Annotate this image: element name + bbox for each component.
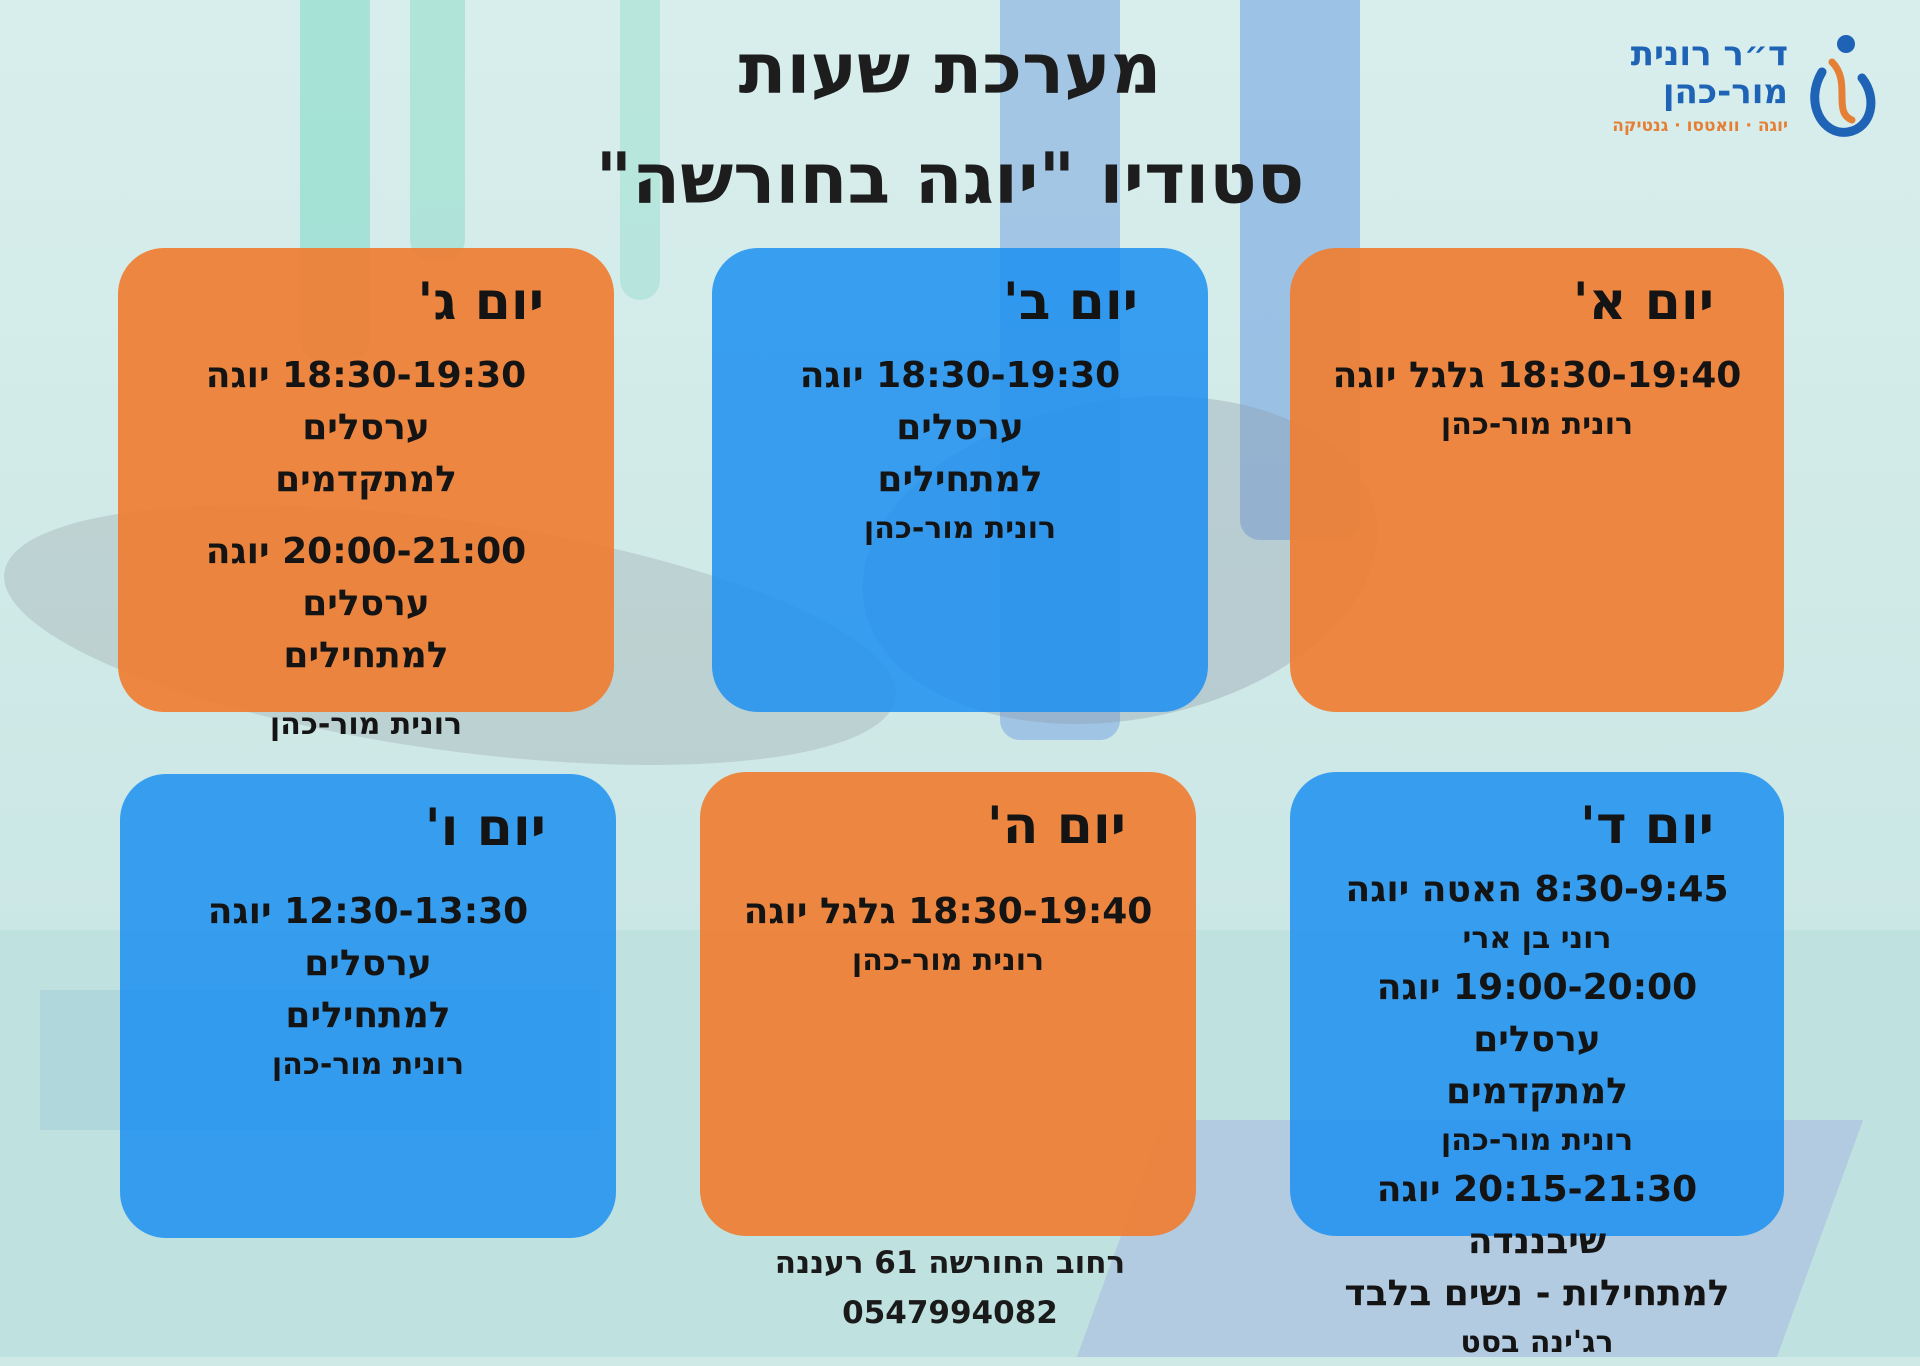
class-time: 18:30-19:30 יוגה ערסלים bbox=[799, 355, 1121, 448]
day-title: יום ו' bbox=[424, 798, 546, 858]
teacher-name: רונית מור-כהן bbox=[1440, 407, 1634, 442]
yoga-person-logo-icon bbox=[1810, 35, 1876, 137]
day-title: יום ג' bbox=[417, 272, 544, 332]
day-title: יום א' bbox=[1572, 272, 1714, 332]
teacher-name: רוני בן ארי bbox=[1462, 921, 1612, 956]
teacher-name: רונית מור-כהן bbox=[863, 511, 1057, 546]
day-card-wednesday: יום ד' 8:30-9:45 האטה יוגה רוני בן ארי 1… bbox=[1290, 772, 1784, 1360]
day-card-tuesday: יום ג' 18:30-19:30 יוגה ערסלים למתקדמים … bbox=[118, 248, 614, 742]
logo: ד״ר רונית מור-כהן יוגה · וואטסו · גנטיקה bbox=[1580, 28, 1880, 148]
class-time: 18:30-19:30 יוגה ערסלים bbox=[205, 355, 527, 448]
class-time: 19:00-20:00 יוגה ערסלים bbox=[1376, 967, 1698, 1060]
day-card-friday: יום ו' 12:30-13:30 יוגה ערסלים למתחילים … bbox=[120, 774, 616, 1238]
page-title: מערכת שעות bbox=[738, 28, 1162, 110]
class-time: 12:30-13:30 יוגה ערסלים bbox=[207, 891, 529, 984]
teacher-name: רונית מור-כהן bbox=[271, 1047, 465, 1082]
class-time: 18:30-19:40 גלגל יוגה bbox=[743, 891, 1153, 932]
teacher-name: רג'ינה בסט bbox=[1460, 1325, 1614, 1360]
day-card-thursday: יום ה' 18:30-19:40 גלגל יוגה רונית מור-כ… bbox=[700, 772, 1196, 1236]
class-level: למתחילים bbox=[877, 459, 1043, 500]
teacher-name: רונית מור-כהן bbox=[1440, 1123, 1634, 1158]
day-card-sunday: יום א' 18:30-19:40 גלגל יוגה רונית מור-כ… bbox=[1290, 248, 1784, 712]
teacher-name: רונית מור-כהן bbox=[851, 943, 1045, 978]
class-level: למתחילות - נשים בלבד bbox=[1344, 1273, 1730, 1314]
teacher-name: רונית מור-כהן bbox=[269, 707, 463, 742]
phone-number: 0547994082 bbox=[842, 1295, 1058, 1331]
day-title: יום ה' bbox=[986, 796, 1126, 856]
class-time: 18:30-19:40 גלגל יוגה bbox=[1332, 355, 1742, 396]
page-subtitle: סטודיו "יוגה בחורשה" bbox=[595, 138, 1305, 220]
logo-tagline: יוגה · וואטסו · גנטיקה bbox=[1612, 116, 1788, 136]
class-time: 20:15-21:30 יוגה שיבננדה bbox=[1376, 1169, 1698, 1262]
logo-name-line1: ד״ר רונית bbox=[1630, 34, 1788, 74]
class-level: למתקדמים bbox=[1446, 1071, 1628, 1112]
class-level: למתחילים bbox=[283, 635, 449, 676]
address-text: רחוב החורשה 61 רעננה bbox=[774, 1245, 1126, 1281]
logo-name-line2: מור-כהן bbox=[1662, 72, 1788, 112]
class-time: 20:00-21:00 יוגה ערסלים bbox=[205, 531, 527, 624]
day-title: יום ד' bbox=[1580, 796, 1714, 856]
day-card-monday: יום ב' 18:30-19:30 יוגה ערסלים למתחילים … bbox=[712, 248, 1208, 712]
class-level: למתקדמים bbox=[275, 459, 457, 500]
class-level: למתחילים bbox=[285, 995, 451, 1036]
day-title: יום ב' bbox=[1002, 272, 1138, 332]
class-time: 8:30-9:45 האטה יוגה bbox=[1345, 869, 1729, 910]
